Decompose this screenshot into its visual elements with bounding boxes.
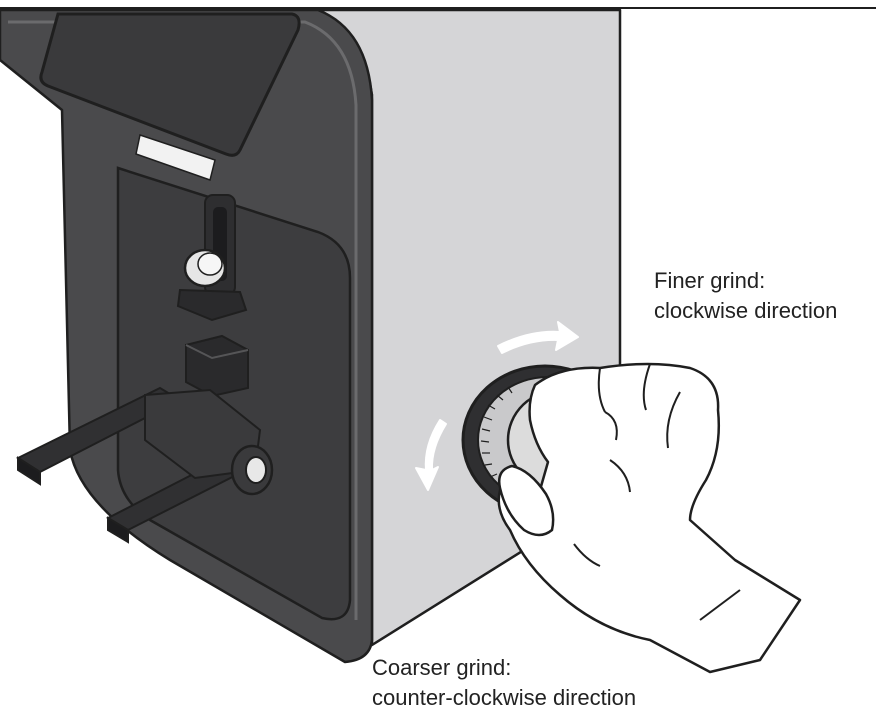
slot-knob-face xyxy=(197,252,223,276)
coarser-grind-title: Coarser grind: xyxy=(372,655,512,680)
counter-clockwise-arrow-icon xyxy=(415,419,447,491)
clockwise-arrow-icon xyxy=(497,321,579,354)
coarser-grind-caption: Coarser grind: counter-clockwise directi… xyxy=(372,653,636,713)
finer-grind-title: Finer grind: xyxy=(654,268,766,293)
hand-finger-lines xyxy=(573,363,741,621)
front-face-rim xyxy=(8,20,358,620)
grind-dial-ticks xyxy=(480,386,513,478)
hand-thumb xyxy=(498,464,555,537)
display-screen xyxy=(39,12,301,157)
slot-bracket xyxy=(176,288,248,322)
holder-pivot-face xyxy=(245,456,267,484)
holder-arm-upper-end xyxy=(17,456,41,486)
spout-block xyxy=(185,334,249,398)
spout-block-edge xyxy=(185,344,249,360)
coarser-grind-direction: counter-clockwise direction xyxy=(372,685,637,710)
hand xyxy=(497,362,802,674)
label-strip xyxy=(135,134,216,181)
holder-arm-lower-end xyxy=(107,516,129,544)
finer-grind-caption: Finer grind: clockwise direction xyxy=(654,266,837,326)
finer-grind-direction: clockwise direction xyxy=(654,298,838,323)
